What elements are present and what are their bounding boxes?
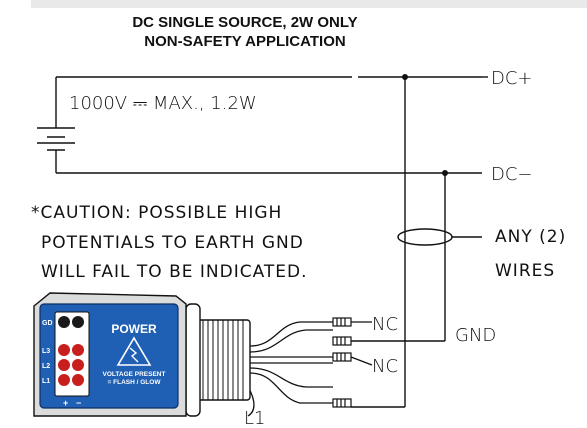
- led-l1-1: [58, 374, 70, 386]
- led-gd-2: [72, 316, 84, 328]
- dc-plus-label: DC+: [491, 68, 533, 89]
- l2-device-label: L2: [42, 363, 50, 370]
- led-l3-1: [58, 344, 70, 356]
- l1-device-label: L1: [42, 378, 50, 385]
- caution-line-3: WILL FAIL TO BE INDICATED.: [41, 262, 308, 282]
- nc-top-label: NC: [372, 314, 398, 335]
- l3-device-label: L3: [42, 348, 50, 355]
- wires-label: WIRES: [495, 261, 555, 281]
- shock-hazard-icon: [116, 336, 152, 366]
- minus-label: −: [76, 398, 81, 408]
- power-label: POWER: [111, 322, 157, 336]
- source-rating-label: 1000V ⎓ MAX., 1.2W: [69, 93, 257, 114]
- dc-minus-wire: [55, 150, 482, 174]
- device-body: GD L3 L2 L1 + − POWER VOLTAGE PRESENT = …: [33, 292, 187, 417]
- caution-line-2: POTENTIALS TO EARTH GND: [41, 233, 304, 253]
- top-band: [31, 0, 587, 8]
- led-l1-2: [72, 374, 84, 386]
- dc-plus-wire: [55, 76, 482, 128]
- device-thread-collar: [185, 303, 251, 417]
- crimp-terminals: [332, 317, 352, 408]
- header-line-2: NON-SAFETY APPLICATION: [144, 33, 346, 50]
- any-two-wires-ellipse: [397, 228, 453, 246]
- led-l2-1: [58, 359, 70, 371]
- dc-minus-label: DC−: [491, 164, 533, 185]
- device-lead-wires: [241, 321, 333, 417]
- led-l3-2: [72, 344, 84, 356]
- gd-label: GD: [42, 320, 53, 327]
- nc-mid-label: NC: [372, 356, 398, 377]
- l1-label: L1: [244, 408, 265, 428]
- voltage-present-label: VOLTAGE PRESENT: [103, 371, 166, 378]
- header-line-1: DC SINGLE SOURCE, 2W ONLY: [132, 14, 358, 31]
- led-gd-1: [58, 316, 70, 328]
- flash-glow-label: = FLASH / GLOW: [108, 379, 162, 386]
- any-two-label: ANY (2): [495, 227, 566, 247]
- plus-label: +: [63, 398, 68, 408]
- led-l2-2: [72, 359, 84, 371]
- battery-symbol: [37, 127, 75, 151]
- gnd-label: GND: [455, 325, 496, 346]
- caution-line-1: *CAUTION: POSSIBLE HIGH: [31, 203, 282, 223]
